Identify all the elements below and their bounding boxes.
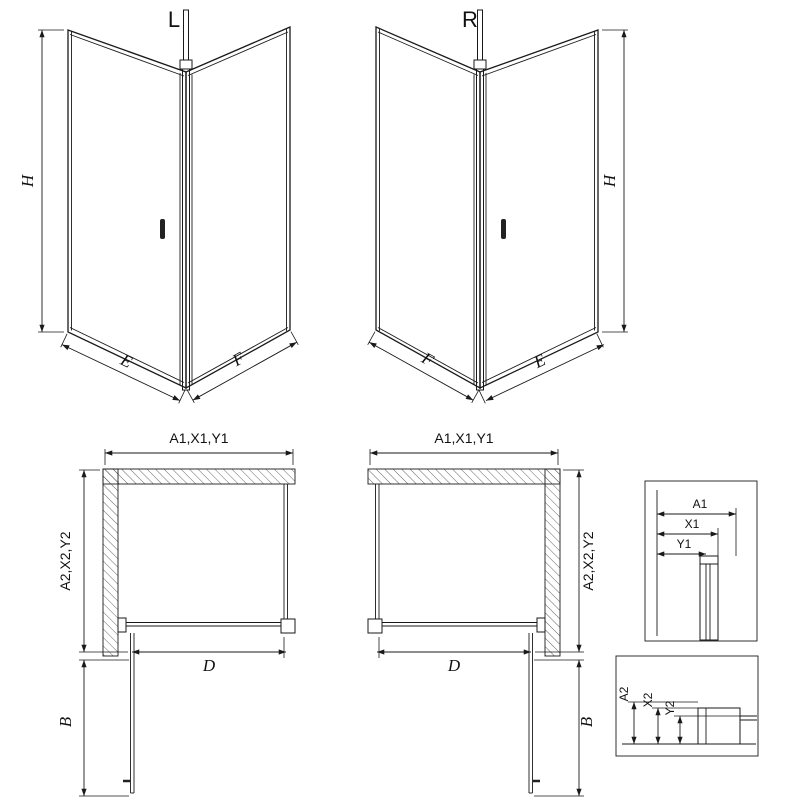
extension-label: B <box>577 716 596 727</box>
door-width-label: D <box>447 656 461 675</box>
door-handle <box>501 219 506 239</box>
dim-height-right: H <box>600 29 628 333</box>
y1-label: Y1 <box>677 537 692 551</box>
door-top-edge <box>481 34 597 77</box>
door-glass-panel <box>67 29 187 390</box>
top-corner-bracket <box>473 59 487 70</box>
detail-top-profile: A1 X1 Y1 <box>644 480 758 642</box>
height-label: H <box>18 173 37 188</box>
dim-height-left: H <box>18 29 64 333</box>
side-adjust-label: A2,X2,Y2 <box>580 531 596 590</box>
dim-f-left: F <box>186 331 299 403</box>
dim-side-adjust-left: A2,X2,Y2 <box>57 469 128 653</box>
detail-box <box>644 480 758 642</box>
corner-profile <box>367 618 383 634</box>
top-corner-bracket <box>179 59 193 70</box>
dim-top-adjust-left: A1,X1,Y1 <box>104 430 294 465</box>
x1-label: X1 <box>685 517 700 531</box>
dim-x2: X2 <box>641 692 698 744</box>
corner-profile <box>280 618 296 634</box>
detail-box <box>615 655 759 757</box>
wall-top <box>102 468 296 485</box>
fixed-glass-panel <box>185 26 291 390</box>
dim-door-width-left: D <box>132 637 286 675</box>
wall-side <box>102 468 119 657</box>
height-label: H <box>600 173 619 188</box>
y2-label: Y2 <box>663 700 677 715</box>
dim-e-right: E <box>478 333 605 404</box>
hinge-profile <box>536 617 546 633</box>
wall-profile-section <box>699 555 719 641</box>
left-view-label: L <box>168 7 180 32</box>
dim-top-adjust-right: A1,X1,Y1 <box>369 430 559 465</box>
dim-door-width-right: D <box>377 637 531 675</box>
dim-a1: A1 <box>657 497 737 556</box>
fixed-glass-panel <box>375 26 481 390</box>
dim-y2: Y2 <box>663 700 740 744</box>
wall-side <box>544 468 561 657</box>
width-e-label: E <box>530 350 549 372</box>
hinge-profile <box>117 617 127 633</box>
a1-label: A1 <box>693 497 708 511</box>
wall-profile-section <box>697 707 741 745</box>
dim-f-right: F <box>367 331 480 403</box>
wall-top <box>367 468 561 485</box>
a2-label: A2 <box>617 686 631 701</box>
dim-x1: X1 <box>657 517 719 556</box>
dim-extension-right: B <box>534 659 596 797</box>
side-adjust-label: A2,X2,Y2 <box>57 531 73 590</box>
left-variant-plan-view: A1,X1,Y1 A2,X2,Y2 D B <box>56 430 296 797</box>
door-handle <box>160 219 165 239</box>
dim-e-left: E <box>60 333 186 404</box>
top-adjust-label: A1,X1,Y1 <box>434 430 493 446</box>
door-glass-panel <box>479 29 599 390</box>
dim-y1: Y1 <box>657 537 706 557</box>
door-top-edge <box>69 34 185 77</box>
dim-extension-left: B <box>56 659 129 797</box>
width-e-label: E <box>117 350 136 372</box>
detail-side-profile: A2 X2 Y2 <box>615 655 759 757</box>
dim-side-adjust-right: A2,X2,Y2 <box>535 469 596 653</box>
right-variant-plan-view: A1,X1,Y1 A2,X2,Y2 D B <box>367 430 596 797</box>
right-variant-3d-view: R H E <box>367 7 628 404</box>
x2-label: X2 <box>641 692 655 707</box>
right-view-label: R <box>462 7 478 32</box>
dim-a2: A2 <box>617 686 698 744</box>
door-width-label: D <box>202 656 216 675</box>
top-adjust-label: A1,X1,Y1 <box>169 430 228 446</box>
extension-label: B <box>56 716 75 727</box>
left-variant-3d-view: L H E <box>18 7 299 404</box>
fixed-top-edge <box>187 31 289 76</box>
fixed-top-edge <box>377 31 479 76</box>
